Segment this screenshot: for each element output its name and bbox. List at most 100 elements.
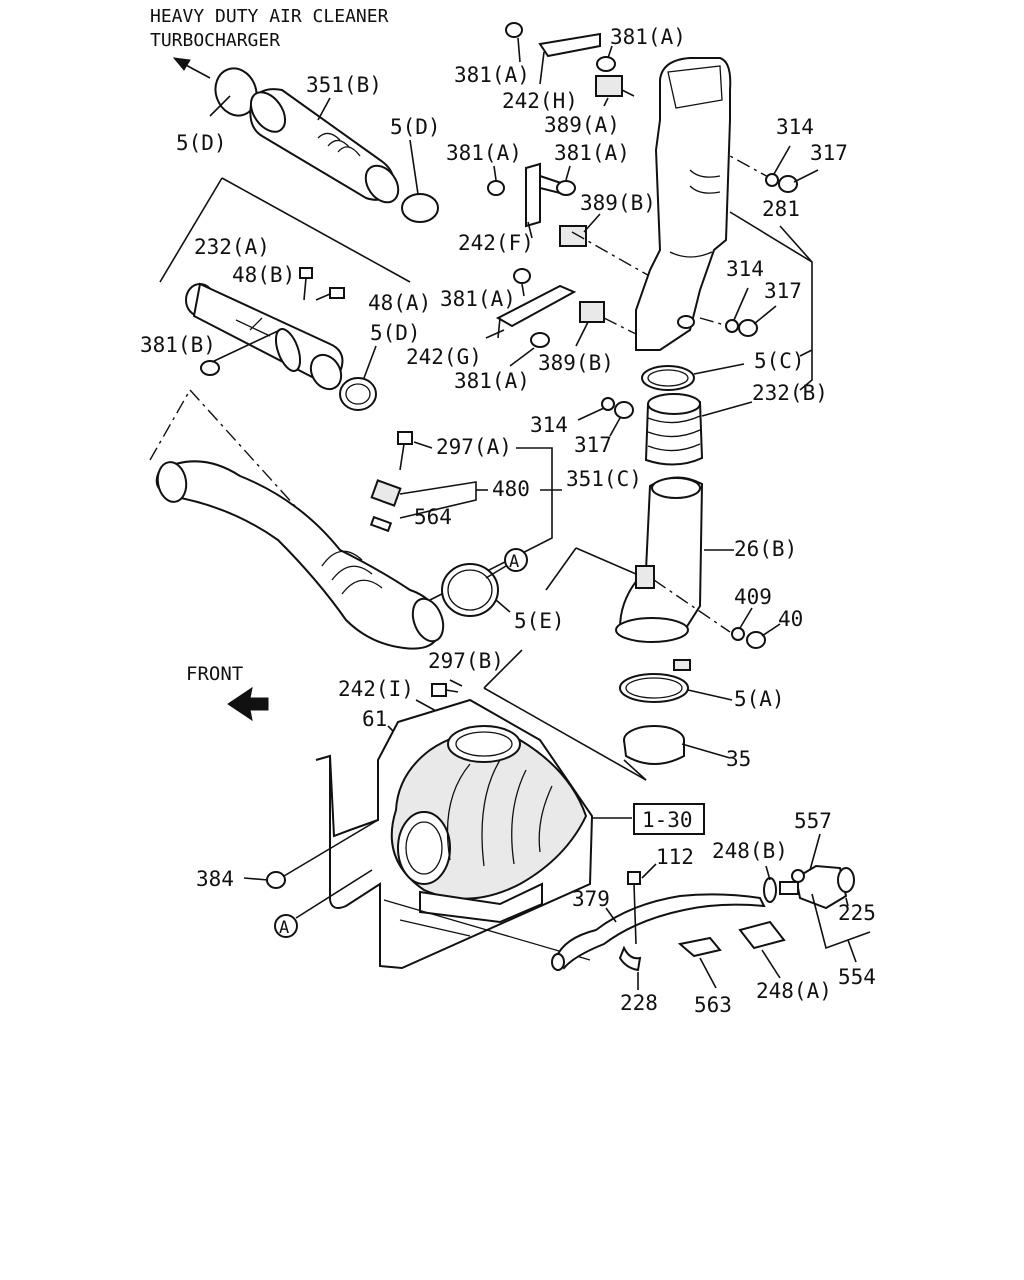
- label-61: 61: [362, 707, 387, 731]
- label-48b: 48(B): [232, 263, 295, 287]
- group-line: [545, 547, 577, 591]
- label-242i: 242(I): [338, 677, 414, 701]
- leader: [577, 407, 605, 421]
- clamp-5e: [441, 563, 499, 617]
- label-242g: 242(G): [406, 345, 482, 369]
- nut-317-low: [614, 401, 634, 419]
- label-232b: 232(B): [752, 381, 828, 405]
- clamp-5c: [641, 365, 695, 391]
- leader: [779, 225, 813, 263]
- washer-314-top: [765, 173, 779, 187]
- leader: [811, 893, 871, 950]
- bracket-242g: [495, 284, 577, 339]
- leader: [429, 447, 553, 601]
- leader: [449, 679, 463, 687]
- clamp-5d-mid: [339, 377, 377, 411]
- mount-389b-low: [579, 301, 605, 323]
- front-label: FRONT: [186, 663, 243, 685]
- leader: [485, 329, 505, 339]
- leader: [521, 283, 525, 297]
- label-381b: 381(B): [140, 333, 216, 357]
- centerline: [603, 317, 641, 337]
- label-314-mid: 314: [726, 257, 764, 281]
- nut-381a-top: [505, 22, 616, 72]
- elbow-26b: [615, 476, 704, 643]
- leader: [809, 833, 821, 871]
- hose-351b: [214, 67, 439, 223]
- label-564: 564: [414, 505, 452, 529]
- callout-a-top: A: [504, 548, 528, 572]
- label-314-low: 314: [530, 413, 568, 437]
- centerline: [149, 389, 191, 461]
- leader: [495, 599, 511, 613]
- label-379: 379: [572, 887, 610, 911]
- leader: [687, 689, 733, 701]
- svg-text:1-30: 1-30: [642, 808, 693, 832]
- label-480: 480: [492, 477, 530, 501]
- clamp-248a: [738, 920, 786, 950]
- svg-text:A: A: [279, 918, 289, 938]
- label-381a-l2: 381(A): [454, 369, 530, 393]
- leader: [509, 347, 535, 367]
- label-381a-m2: 381(A): [554, 141, 630, 165]
- washer-314-mid: [725, 319, 739, 333]
- leader: [609, 417, 621, 437]
- bolt-297b: [431, 683, 459, 697]
- label-232a: 232(A): [194, 235, 270, 259]
- label-389b-low: 389(B): [538, 351, 614, 375]
- svg-text:A: A: [509, 552, 519, 572]
- label-381a-m1: 381(A): [446, 141, 522, 165]
- pad-564: [369, 515, 393, 533]
- leader: [681, 743, 731, 759]
- leader: [565, 165, 571, 181]
- bolt-48b: [299, 267, 313, 301]
- intake-duct-281: [635, 57, 732, 351]
- label-381a-top1: 381(A): [454, 63, 530, 87]
- group-line: [159, 177, 223, 283]
- bracket-242h: [538, 32, 601, 85]
- label-242f: 242(F): [458, 231, 534, 255]
- leader: [485, 565, 507, 579]
- washer-409: [731, 627, 745, 641]
- label-5d-mid: 5(D): [370, 321, 421, 345]
- leader: [693, 363, 745, 375]
- leader: [607, 45, 613, 59]
- leader: [739, 607, 753, 629]
- leader: [575, 321, 589, 347]
- leader: [733, 287, 749, 321]
- label-351c: 351(C): [566, 467, 642, 491]
- leader: [699, 957, 717, 989]
- clamp-248b: [763, 877, 777, 903]
- label-389b-top: 389(B): [580, 191, 656, 215]
- label-248a: 248(A): [756, 979, 832, 1003]
- leader: [765, 865, 771, 881]
- centerline: [653, 579, 731, 633]
- mount-389a: [595, 75, 635, 97]
- centerline: [699, 317, 729, 327]
- leader: [641, 863, 657, 879]
- leader: [799, 349, 813, 357]
- label-314-top: 314: [776, 115, 814, 139]
- label-389a: 389(A): [544, 113, 620, 137]
- nut-384: [266, 871, 286, 889]
- leader: [399, 481, 477, 519]
- label-40: 40: [778, 607, 803, 631]
- bracket-480: [370, 479, 402, 507]
- group-line: [575, 547, 637, 575]
- leader: [317, 97, 331, 121]
- leader: [363, 345, 377, 379]
- label-26b: 26(B): [734, 537, 797, 561]
- group-line: [623, 759, 647, 781]
- leader: [413, 441, 433, 449]
- nut-317-mid: [738, 319, 758, 337]
- label-557: 557: [794, 809, 832, 833]
- label-317-top: 317: [810, 141, 848, 165]
- direction-arrow-icon: [172, 57, 211, 79]
- leader: [753, 305, 777, 325]
- clip-228: [618, 945, 642, 972]
- valve-225: [779, 864, 855, 910]
- centerline: [571, 231, 661, 283]
- label-384: 384: [196, 867, 234, 891]
- clip-563: [677, 936, 722, 958]
- leader: [409, 139, 419, 195]
